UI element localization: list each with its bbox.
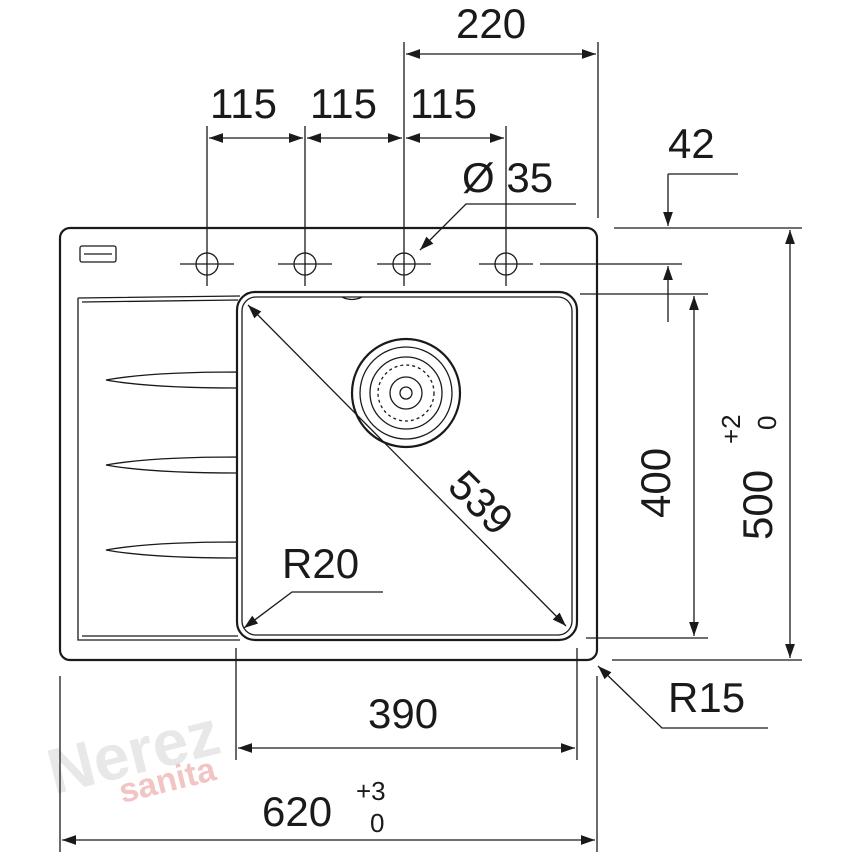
dimension-500-tol-lower: 0 (752, 416, 782, 430)
dimension-390-label: 390 (368, 690, 438, 737)
drainer-rib-1 (105, 371, 238, 389)
drainer-rib-2 (105, 456, 238, 474)
dimension-115-label-2: 115 (310, 80, 377, 127)
dimension-leader-r15 (597, 665, 768, 729)
dimension-500-label: 500 (734, 470, 781, 540)
tap-hole-1 (180, 240, 234, 286)
bowl-overflow-notch (341, 296, 363, 301)
drainer-outline (77, 295, 241, 641)
watermark-logo: Nerez sanita (40, 696, 227, 811)
overflow-slot (79, 245, 117, 263)
dimension-220-label: 220 (456, 0, 526, 47)
drainer-edge (81, 299, 239, 303)
strainer-waste (350, 337, 462, 449)
dimension-inner-radius-label: R20 (282, 540, 359, 587)
sink-outer-outline (58, 226, 599, 662)
dimension-620-tol-lower: 0 (370, 808, 384, 838)
dimension-400-label: 400 (632, 448, 679, 518)
dimension-line-diagonal (247, 304, 567, 627)
dimension-42-label: 42 (668, 120, 715, 167)
dimension-diameter-label: Ø 35 (462, 154, 553, 201)
tap-hole-4 (479, 240, 533, 286)
tap-hole-2 (278, 240, 332, 286)
drainer-rib-3 (105, 541, 238, 559)
tap-hole-3 (377, 240, 431, 286)
dimension-115-label-1: 115 (210, 80, 277, 127)
dimension-diagonal-label: 539 (440, 461, 523, 544)
dimension-620-label: 620 (262, 788, 332, 835)
dimension-outer-radius-label: R15 (668, 674, 745, 721)
bowl-outline (235, 290, 579, 642)
dimension-leader-diameter (419, 203, 576, 251)
dimension-500-tol-upper: +2 (716, 414, 746, 444)
dimension-115-label-3: 115 (410, 80, 477, 127)
dimension-leader-r20 (243, 591, 383, 629)
dimension-620-tol-upper: +3 (356, 776, 386, 806)
bowl-inner-edge (241, 296, 573, 636)
